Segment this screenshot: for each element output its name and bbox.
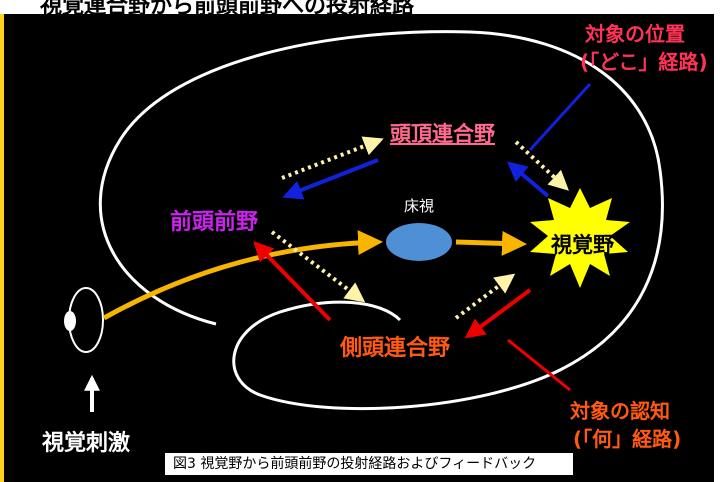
feedback-frontal-to-temporal [270,230,366,303]
figure-caption: 図3 視覚野から前頭前野の投射経路およびフィードバック [164,452,574,476]
where-path-label-line1: 対象の位置 [585,22,685,46]
eye-to-thalamus-path [102,230,383,321]
temporal-label: 側頭連合野 [340,336,451,361]
frontal-label: 前頭前野 [170,210,259,235]
temporal-to-frontal-arrow [253,241,332,322]
thalamus-shape [386,223,452,261]
brain-outline [98,30,664,411]
left-border [0,14,4,482]
feedback-frontal-to-parietal [281,136,384,180]
thalamus-label: 床視 [404,197,435,215]
pupil-icon [64,311,76,331]
stimulus-label: 視覚刺激 [42,431,131,456]
header-text: 視覚連合野から前頭前野への投射経路 [40,0,415,14]
visual-to-temporal-arrow [464,288,532,339]
what-path-label-line1: 対象の認知 [570,399,670,423]
visual-cortex-star [530,188,630,288]
parietal-label: 頭頂連合野 [390,122,495,146]
what-path-label-line2: (「何」経路) [573,427,682,451]
visual-to-parietal-arrow [506,161,550,198]
where-path-label-line2: (「どこ」経路) [580,50,708,74]
where-pointer [528,82,592,152]
visual-cortex-label: 視覚野 [551,233,614,257]
feedback-parietal-to-visual [514,140,569,191]
thalamus-to-visual-path [455,230,527,256]
what-pointer [507,338,571,392]
parietal-to-frontal-arrow [282,158,379,200]
feedback-temporal-to-visual [454,273,516,320]
header-strip: 視覚連合野から前頭前野への投射経路 [0,0,720,14]
